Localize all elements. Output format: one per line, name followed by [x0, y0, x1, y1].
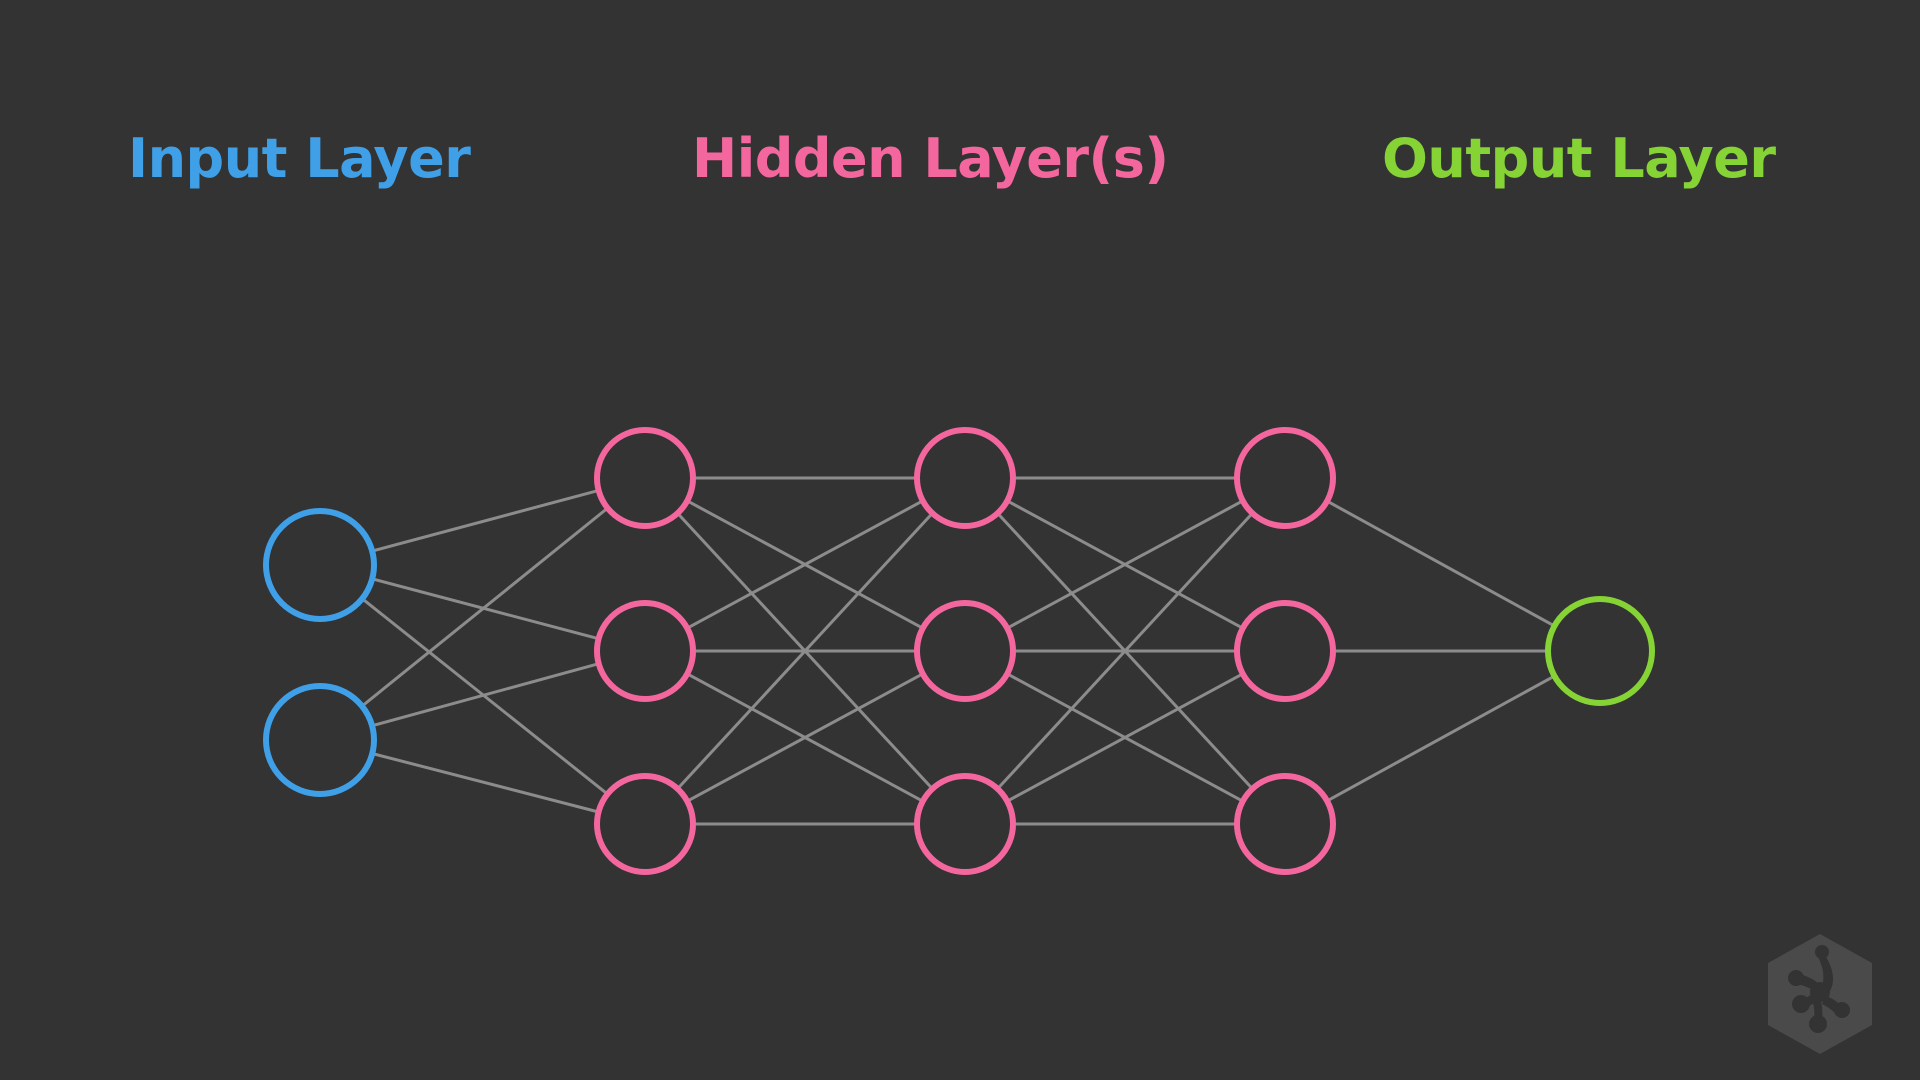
edge-hidden3-node-1-to-output-node-1 [1325, 499, 1556, 628]
edge-input-node-2-to-hidden1-node-3 [370, 752, 601, 814]
edge-hidden1-node-3-to-hidden2-node-2 [685, 672, 925, 803]
node-hidden3-node-3[interactable] [1234, 773, 1336, 875]
edge-hidden1-node-3-to-hidden2-node-1 [676, 511, 934, 791]
nodes-group [263, 427, 1655, 875]
layer-label-output: Output Layer [1382, 127, 1776, 190]
node-hidden2-node-3[interactable] [914, 773, 1016, 875]
node-hidden1-node-2[interactable] [594, 600, 696, 702]
edges-group [360, 476, 1556, 826]
edge-input-node-2-to-hidden1-node-2 [370, 662, 601, 728]
watermark-neuron-glyph [1788, 945, 1850, 1033]
node-input-node-1[interactable] [263, 508, 377, 622]
layer-label-hidden: Hidden Layer(s) [692, 127, 1169, 190]
node-hidden1-node-1[interactable] [594, 427, 696, 529]
edge-hidden2-node-2-to-hidden3-node-1 [1005, 499, 1245, 630]
node-hidden2-node-2[interactable] [914, 600, 1016, 702]
layer-label-input: Input Layer [128, 127, 471, 190]
edge-input-node-1-to-hidden1-node-1 [370, 488, 601, 553]
edge-hidden1-node-2-to-hidden2-node-1 [685, 499, 925, 630]
edge-hidden3-node-3-to-output-node-1 [1325, 674, 1556, 803]
node-hidden3-node-1[interactable] [1234, 427, 1336, 529]
node-hidden2-node-1[interactable] [914, 427, 1016, 529]
node-output-node-1[interactable] [1545, 596, 1655, 706]
node-hidden3-node-2[interactable] [1234, 600, 1336, 702]
node-input-node-2[interactable] [263, 683, 377, 797]
node-hidden1-node-3[interactable] [594, 773, 696, 875]
edge-input-node-1-to-hidden1-node-2 [370, 577, 601, 641]
edge-hidden2-node-3-to-hidden3-node-2 [1005, 672, 1245, 803]
hexagon-neuron-logo-watermark [1768, 934, 1872, 1054]
edge-input-node-2-to-hidden1-node-1 [360, 506, 610, 708]
edge-hidden2-node-3-to-hidden3-node-1 [996, 511, 1254, 791]
